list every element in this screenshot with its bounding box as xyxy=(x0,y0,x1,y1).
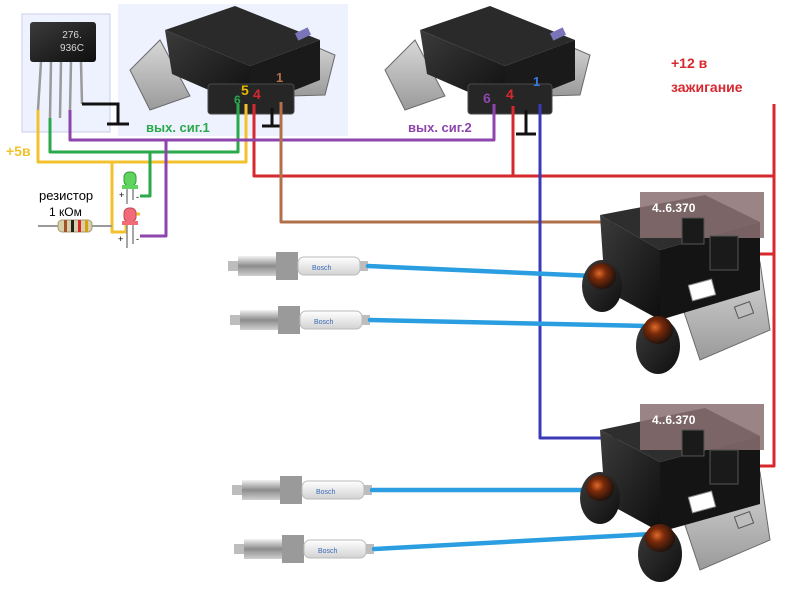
red-led: + - xyxy=(118,207,139,248)
svg-text:-: - xyxy=(136,192,139,202)
module2-pin-1: 1 xyxy=(533,74,540,89)
coil2-label: 4..6.370 xyxy=(652,413,696,427)
label-12v: +12 в xyxy=(671,55,708,71)
spark-plug-3: Bosch xyxy=(232,476,372,504)
wire-coil1-trigger xyxy=(279,102,694,224)
chip-marking-1: 276. xyxy=(62,30,81,41)
spark-plug-1: Bosch xyxy=(228,252,368,280)
wire-signal2-led xyxy=(140,140,168,238)
label-resistor-value: 1 кОм xyxy=(49,205,82,219)
svg-text:+: + xyxy=(119,190,124,200)
wire-5v xyxy=(36,104,248,164)
wire-signal1-led xyxy=(140,152,152,198)
svg-text:+: + xyxy=(118,234,123,244)
labels: +12 в зажигание +5в резистор 1 кОм вых. … xyxy=(6,55,743,219)
module2-pin-6: 6 xyxy=(483,90,491,106)
ground-symbols xyxy=(82,102,536,136)
wire-signal1 xyxy=(48,104,240,154)
coil1-label: 4..6.370 xyxy=(652,201,696,215)
chip-marking-2: 936C xyxy=(60,43,84,54)
plug-leads xyxy=(365,263,655,552)
resistor xyxy=(38,219,112,233)
svg-text:Bosch: Bosch xyxy=(316,489,336,496)
label-out-signal-1: вых. сиг.1 xyxy=(146,120,210,135)
module1-pin-1: 1 xyxy=(276,70,283,85)
module1-pin-labels: 6 5 4 1 xyxy=(234,70,283,107)
svg-text:-: - xyxy=(136,234,139,244)
ignition-coil-1: 4..6.370 xyxy=(582,192,771,374)
transistor-chip: 276. 936C xyxy=(21,13,111,133)
label-5v: +5в xyxy=(6,143,31,159)
svg-text:Bosch: Bosch xyxy=(318,548,338,555)
svg-text:Bosch: Bosch xyxy=(314,319,334,326)
svg-text:Bosch: Bosch xyxy=(312,265,332,272)
ignition-coil-2: 4..6.370 xyxy=(580,404,771,582)
spark-plug-4: Bosch xyxy=(234,535,374,563)
module1-pin-5: 5 xyxy=(241,82,249,98)
spark-plug-2: Bosch xyxy=(230,306,370,334)
module1-pin-4: 4 xyxy=(253,86,261,102)
lead-plug-1 xyxy=(365,263,597,279)
ignition-module-2 xyxy=(376,6,598,136)
label-resistor: резистор xyxy=(39,188,93,203)
wire-12v-module1 xyxy=(252,104,774,178)
green-led: + - xyxy=(119,171,139,204)
label-out-signal-2: вых. сиг.2 xyxy=(408,120,472,135)
lead-plug-2 xyxy=(367,317,649,329)
ignition-module-1 xyxy=(118,4,348,136)
module1-pin-6: 6 xyxy=(234,93,241,107)
module2-pin-labels: 6 4 1 xyxy=(483,74,540,106)
label-ignition: зажигание xyxy=(671,79,743,95)
module2-pin-4: 4 xyxy=(506,86,514,102)
lead-plug-4 xyxy=(371,531,655,552)
